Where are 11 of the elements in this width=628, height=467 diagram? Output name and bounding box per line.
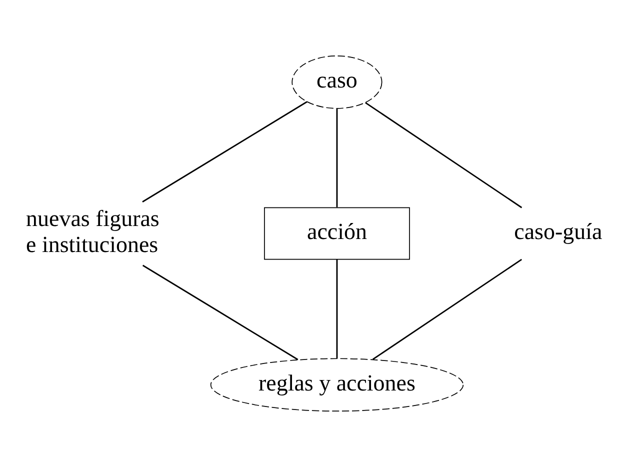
- connector: [142, 101, 308, 202]
- connector: [336, 259, 338, 358]
- connector: [336, 108, 338, 208]
- connector: [142, 264, 298, 360]
- connector: [365, 102, 522, 208]
- node-text: caso-guía: [514, 218, 602, 244]
- node-box: acción: [264, 207, 410, 260]
- node-text: nuevas figuras e instituciones: [26, 206, 160, 257]
- node-ellipse: reglas y acciones: [210, 358, 464, 412]
- node-ellipse: caso: [292, 55, 382, 109]
- connector: [372, 258, 522, 360]
